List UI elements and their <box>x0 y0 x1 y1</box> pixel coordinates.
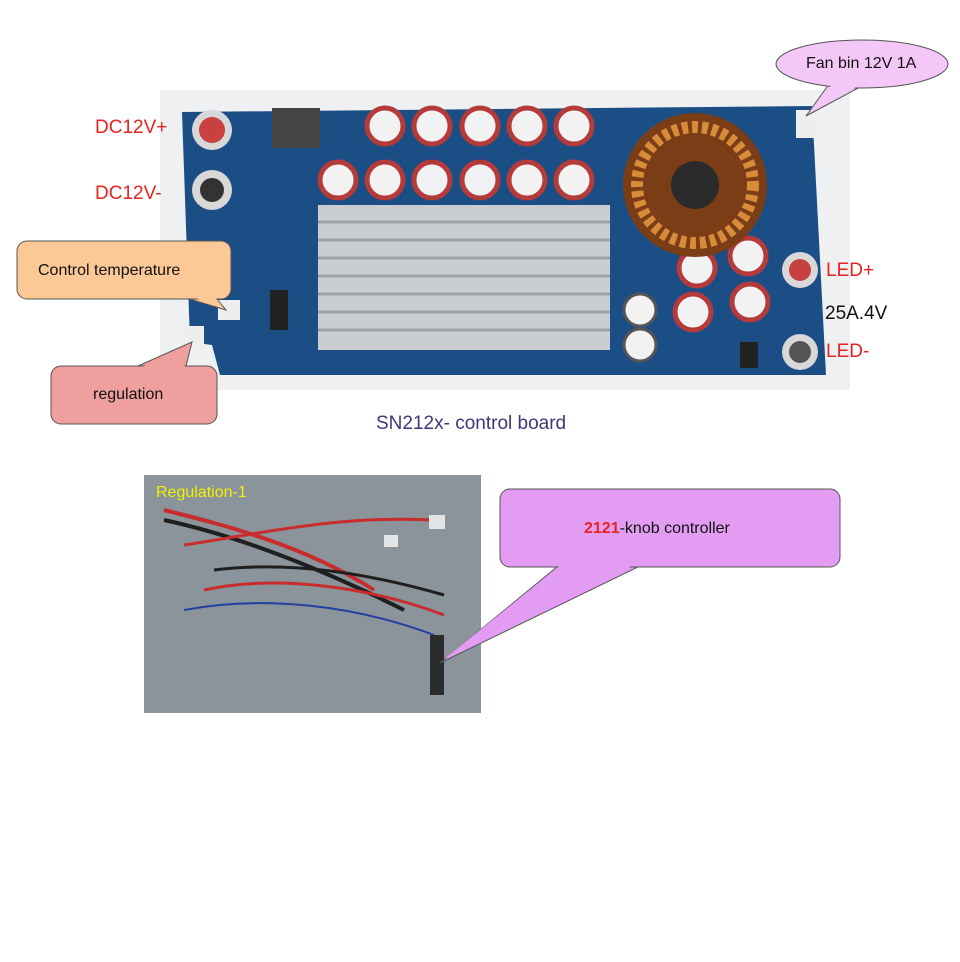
wire-harness-photo <box>144 475 481 713</box>
dc12v-minus-label: DC12V- <box>95 183 162 204</box>
knob-controller-label: -knob controller <box>619 520 730 537</box>
regulation-text: regulation <box>93 386 164 403</box>
led-minus-label: LED- <box>826 341 870 362</box>
fan-callout-bubble <box>775 39 949 117</box>
rating-label: 25A.4V <box>825 303 888 324</box>
fan-callout-text: Fan bin 12V 1A <box>806 55 917 72</box>
control-temperature-text: Control temperature <box>38 262 181 279</box>
dc12v-plus-label: DC12V+ <box>95 117 168 138</box>
knob-controller-callout <box>439 488 841 664</box>
knob-controller-text: 2121-knob controller <box>584 520 730 538</box>
harness-label: Regulation-1 <box>156 484 247 501</box>
board-caption: SN212x- control board <box>376 413 567 434</box>
control-board-photo <box>160 90 850 390</box>
control-temperature-callout <box>16 240 232 311</box>
knob-model-number: 2121 <box>584 520 620 537</box>
regulation-callout <box>50 341 218 425</box>
led-plus-label: LED+ <box>826 260 875 281</box>
